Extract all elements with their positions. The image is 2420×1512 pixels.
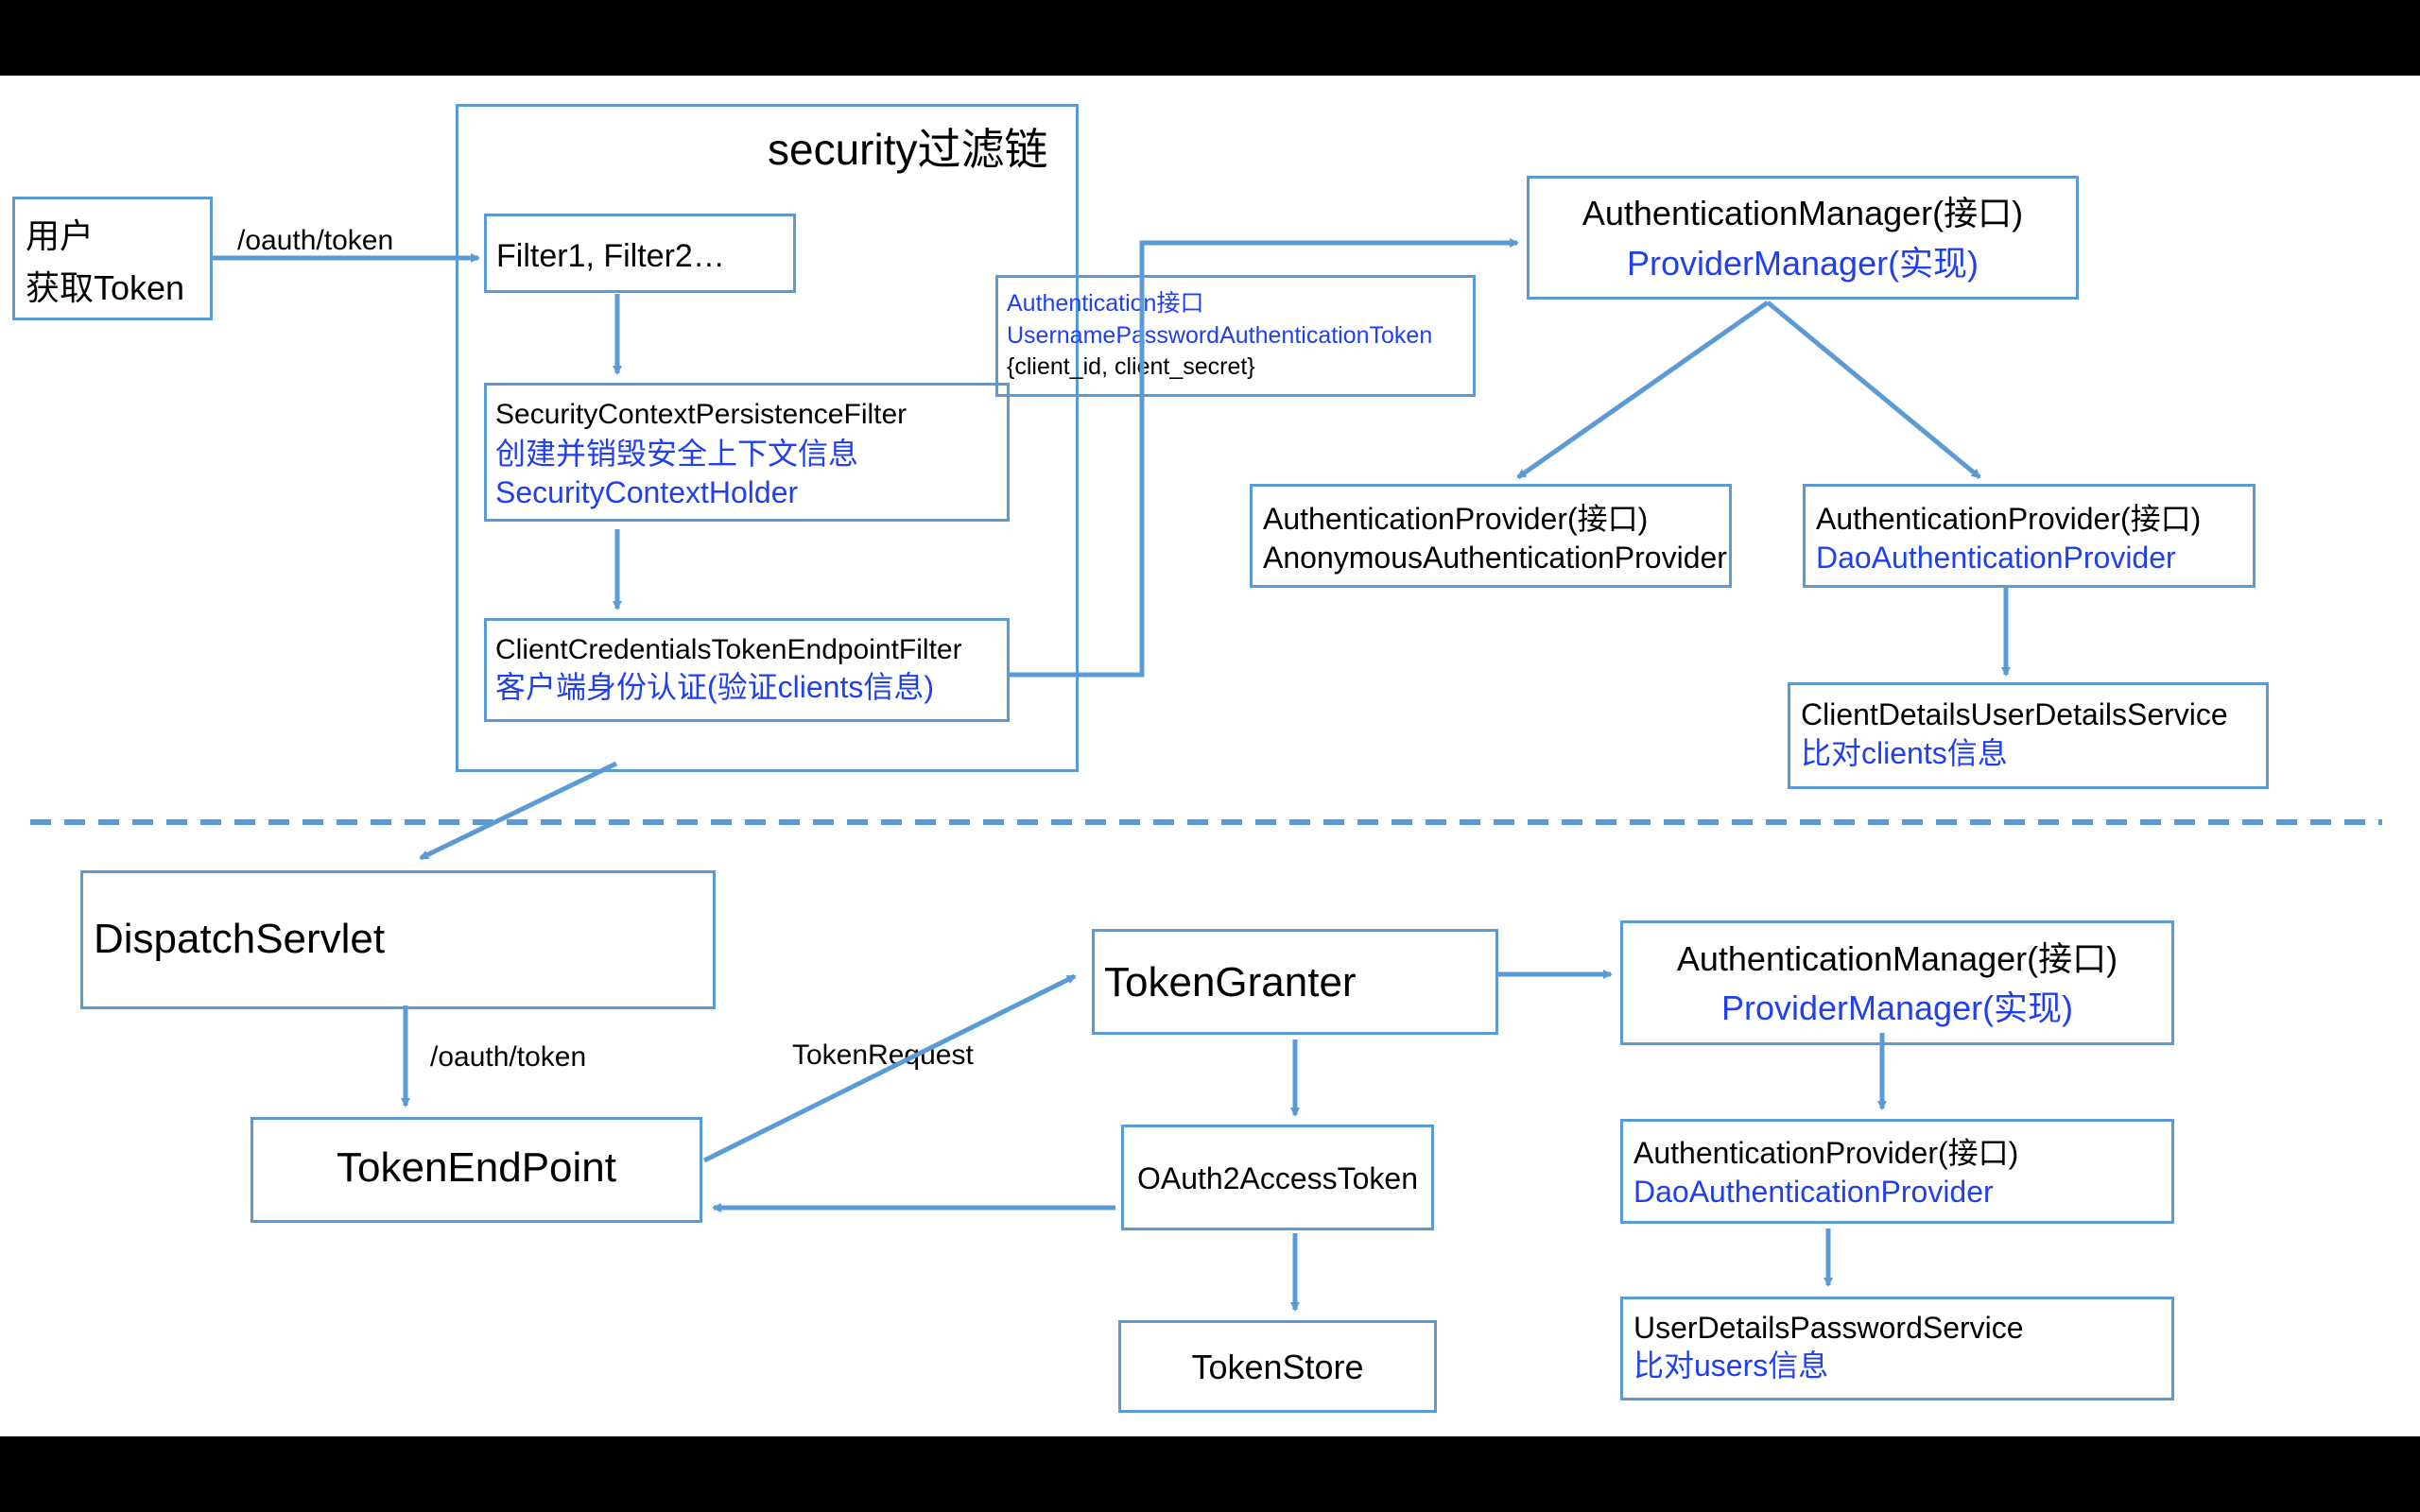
dao-provider-top-box — [1803, 484, 2256, 588]
user-details-service-desc: 比对users信息 — [1634, 1349, 1829, 1383]
persistence-filter-name: SecurityContextPersistenceFilter — [495, 399, 908, 430]
user-box — [12, 197, 213, 320]
token-granter-box — [1092, 929, 1498, 1035]
token-request-label: TokenRequest — [792, 1040, 974, 1071]
oauth2-access-token-box — [1121, 1125, 1434, 1230]
authentication-token-line1: Authentication接口 — [1007, 290, 1204, 317]
auth-manager-top-box — [1527, 176, 2079, 300]
persistence-filter-desc: 创建并销毁安全上下文信息 — [495, 437, 859, 471]
client-details-service-desc: 比对clients信息 — [1801, 736, 2008, 770]
user-arrow-label: /oauth/token — [237, 225, 394, 256]
token-store-box — [1118, 1320, 1437, 1413]
auth-manager-top-interface: AuthenticationManager(接口) — [1582, 194, 2024, 232]
client-credentials-filter-name: ClientCredentialsTokenEndpointFilter — [495, 634, 962, 665]
filter-box — [484, 214, 796, 293]
user-box-line2: 获取Token — [26, 268, 185, 307]
anonymous-provider-impl: AnonymousAuthenticationProvider — [1263, 541, 1727, 575]
security-chain-title: security过滤链 — [768, 125, 1048, 174]
user-details-service-box — [1620, 1297, 2174, 1400]
client-credentials-filter-desc: 客户端身份认证(验证clients信息) — [495, 670, 935, 704]
authentication-token-line3: {client_id, client_secret} — [1007, 353, 1255, 380]
client-credentials-filter-box — [484, 618, 1010, 722]
dao-provider-top-interface: AuthenticationProvider(接口) — [1816, 502, 2202, 536]
user-box-line1: 用户 — [26, 216, 95, 255]
persistence-filter-box — [484, 383, 1010, 522]
security-context-holder: SecurityContextHolder — [495, 475, 799, 509]
client-details-service-name: ClientDetailsUserDetailsService — [1801, 697, 2228, 731]
dispatch-servlet-box — [80, 870, 716, 1009]
auth-manager-bottom-impl: ProviderManager(实现) — [1720, 988, 2074, 1027]
dao-provider-bottom-impl: DaoAuthenticationProvider — [1634, 1175, 1994, 1209]
oauth2-access-token-label: OAuth2AccessToken — [1136, 1161, 1419, 1195]
dao-provider-bottom-interface: AuthenticationProvider(接口) — [1634, 1136, 2019, 1170]
filter-box-label: Filter1, Filter2… — [496, 238, 725, 274]
token-endpoint-box — [251, 1117, 702, 1223]
dispatch-servlet-label: DispatchServlet — [94, 916, 386, 962]
token-store-label: TokenStore — [1191, 1348, 1364, 1386]
auth-manager-bottom-interface: AuthenticationManager(接口) — [1676, 939, 2118, 978]
anonymous-provider-interface: AuthenticationProvider(接口) — [1263, 502, 1649, 536]
user-details-service-name: UserDetailsPasswordService — [1634, 1311, 2024, 1345]
token-endpoint-label: TokenEndPoint — [337, 1144, 616, 1191]
auth-manager-top-impl: ProviderManager(实现) — [1626, 244, 1979, 283]
auth-manager-bottom-box — [1620, 920, 2174, 1045]
authentication-token-line2: UsernamePasswordAuthenticationToken — [1007, 322, 1433, 349]
client-details-service-box — [1788, 682, 2269, 789]
dao-provider-bottom-box — [1620, 1119, 2174, 1224]
token-granter-label: TokenGranter — [1104, 959, 1357, 1005]
dao-provider-top-impl: DaoAuthenticationProvider — [1816, 541, 2176, 575]
dispatch-arrow-label: /oauth/token — [430, 1041, 587, 1073]
